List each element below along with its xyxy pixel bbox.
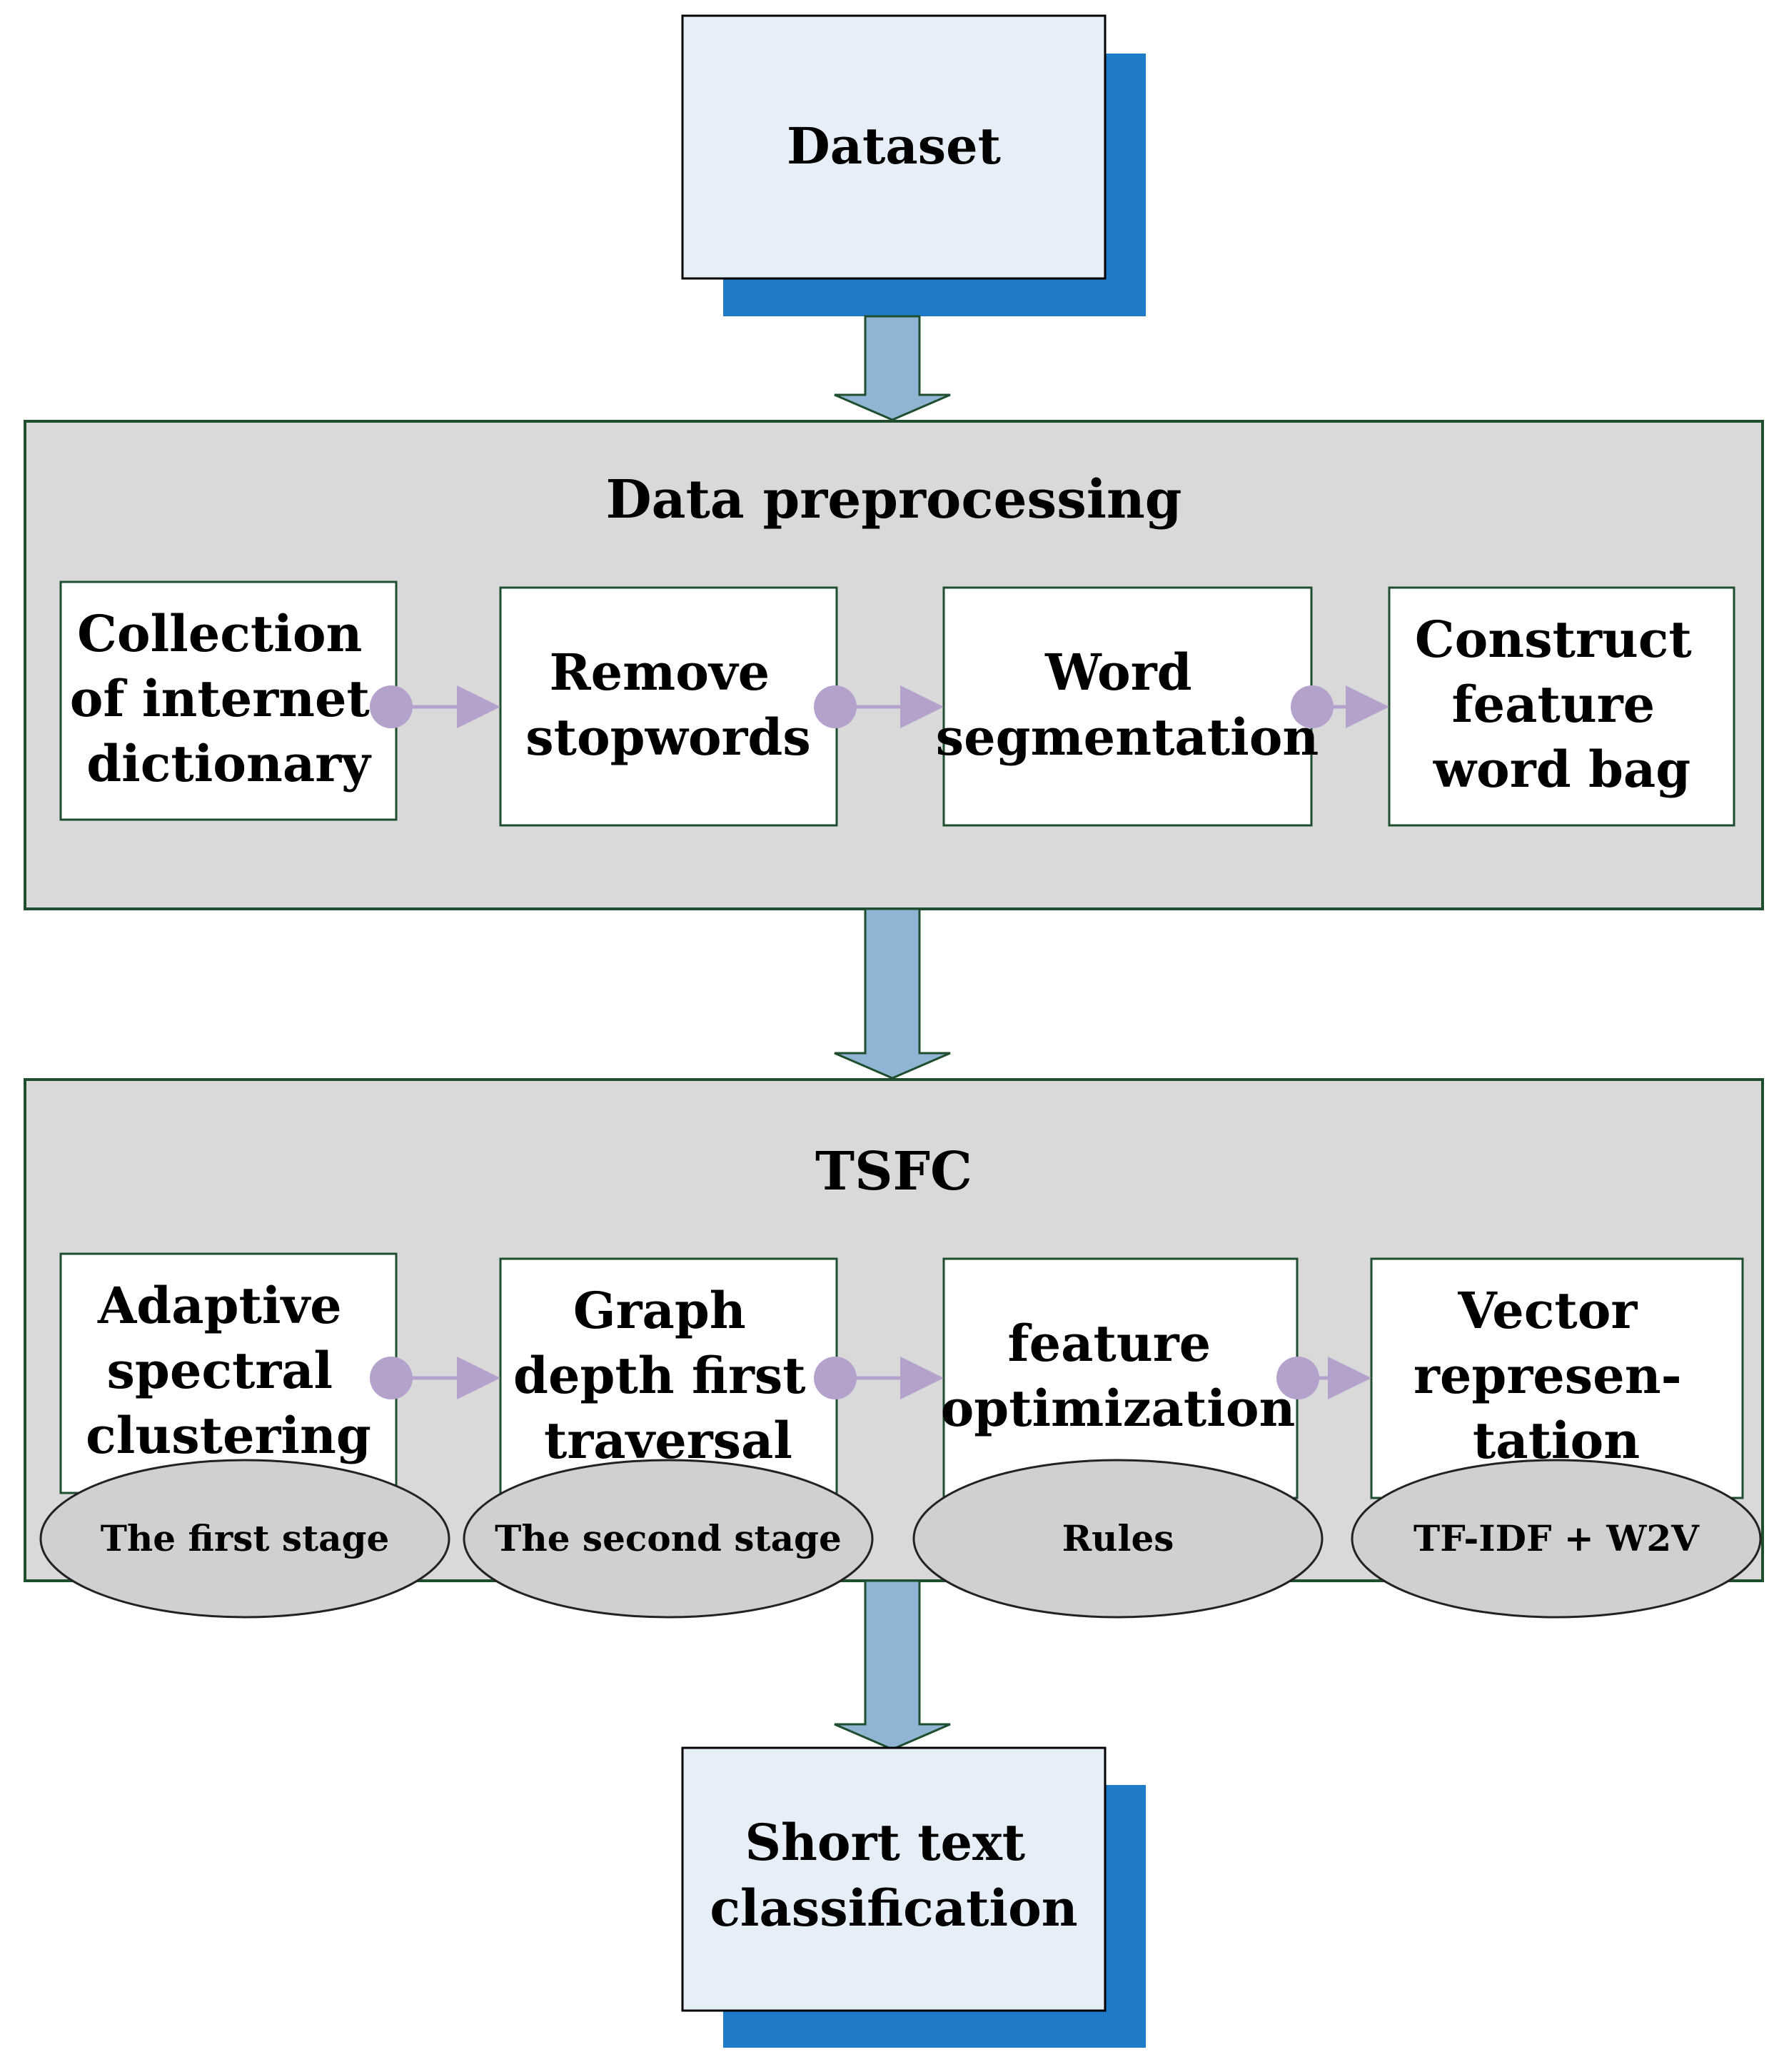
step-box — [942, 1257, 1299, 1499]
step-box — [1370, 1257, 1744, 1499]
step-box — [499, 1257, 838, 1499]
stage-label: The first stage — [101, 1517, 390, 1559]
dataset-node: Dataset — [681, 14, 1146, 316]
output-label: Short text classification — [710, 1813, 1077, 1938]
tsfc-panel: TSFC Adaptive spectral clustering Graph … — [24, 1078, 1764, 1619]
flow-arrow-dataset-to-preprocessing — [834, 315, 951, 421]
flow-arrow-tsfc-to-output — [834, 1579, 951, 1751]
connector-arrow — [1276, 1357, 1371, 1399]
output-node: Short text classification — [681, 1746, 1146, 2048]
step-remove-stopwords: Remove stopwords — [499, 586, 838, 827]
step-box — [499, 586, 838, 827]
step-adaptive-spectral-clustering: Adaptive spectral clustering — [59, 1252, 398, 1494]
step-label: Collection of internet dictionary — [70, 604, 388, 793]
preprocessing-title: Data preprocessing — [605, 469, 1181, 530]
stage-oval-second: The second stage — [463, 1459, 874, 1619]
dataset-label: Dataset — [787, 116, 1001, 176]
step-label: Construct feature word bag — [1415, 610, 1709, 799]
step-label: feature optimization — [941, 1314, 1296, 1438]
connector-arrow — [370, 685, 500, 728]
stage-oval-first: The first stage — [39, 1459, 450, 1619]
stage-label: Rules — [1062, 1517, 1174, 1559]
stage-oval-rules: Rules — [912, 1459, 1324, 1619]
connector-arrow — [1291, 685, 1389, 728]
step-box — [59, 1252, 398, 1494]
stage-label: TF-IDF + W2V — [1413, 1517, 1700, 1559]
preprocessing-panel: Data preprocessing Collection of interne… — [24, 420, 1764, 910]
step-feature-optimization: feature optimization — [941, 1257, 1299, 1499]
connector-arrow — [814, 1357, 944, 1399]
output-box — [681, 1746, 1107, 2012]
step-box — [1388, 586, 1735, 827]
connector-arrow — [814, 685, 944, 728]
flow-arrow-preprocessing-to-tsfc — [834, 907, 951, 1080]
step-box — [59, 580, 398, 821]
connector-arrow — [370, 1357, 500, 1399]
step-box — [942, 586, 1313, 827]
step-internet-dictionary: Collection of internet dictionary — [59, 580, 398, 821]
step-label: Remove stopwords — [525, 643, 811, 767]
step-feature-word-bag: Construct feature word bag — [1388, 586, 1735, 827]
step-word-segmentation: Word segmentation — [936, 586, 1319, 827]
step-label: Word segmentation — [936, 643, 1319, 767]
stage-label: The second stage — [495, 1517, 842, 1559]
step-vector-representation: Vector represen- tation — [1370, 1257, 1744, 1499]
tsfc-title: TSFC — [815, 1141, 972, 1202]
dataset-box — [681, 14, 1107, 280]
step-label: Adaptive spectral clustering — [86, 1276, 371, 1465]
step-label: Vector represen- tation — [1413, 1281, 1699, 1470]
stage-oval-tfidf-w2v: TF-IDF + W2V — [1351, 1459, 1762, 1619]
